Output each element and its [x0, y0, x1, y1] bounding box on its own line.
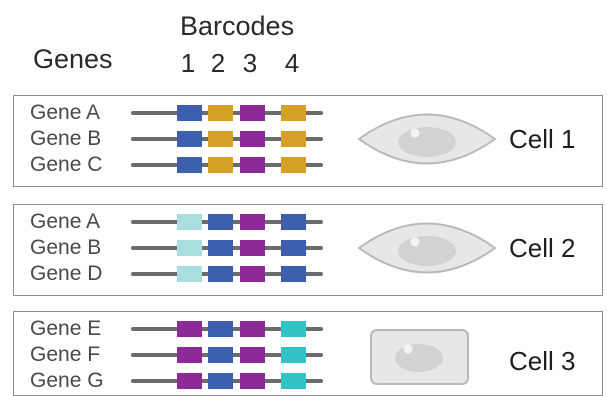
barcode-block-2 [208, 105, 233, 121]
gene-row: Gene A [14, 209, 602, 235]
cell-panel-1: Gene A Gene B Gene C Cell 1 [13, 95, 603, 187]
cell-label: Cell 1 [509, 124, 576, 154]
gene-label: Gene A [30, 210, 101, 233]
barcode-block-2 [208, 321, 233, 337]
gene-row: Gene E [14, 316, 602, 342]
barcode-block-3 [240, 321, 265, 337]
barcode-block-1 [177, 131, 202, 147]
barcode-block-3 [240, 131, 265, 147]
gene-label: Gene G [30, 369, 104, 392]
cell-panel-2: Gene A Gene B Gene D Cell 2 [13, 204, 603, 296]
barcode-block-3 [240, 266, 265, 282]
barcode-block-4 [281, 240, 306, 256]
gene-label: Gene B [30, 127, 102, 150]
gene-label: Gene B [30, 236, 102, 259]
barcode-block-1 [177, 105, 202, 121]
eye-shaped-cell-icon [357, 222, 497, 274]
gene-label: Gene D [30, 262, 103, 285]
gene-row: Gene B [14, 126, 602, 152]
barcode-block-3 [240, 373, 265, 389]
barcode-block-4 [281, 105, 306, 121]
barcode-block-4 [281, 373, 306, 389]
barcode-block-3 [240, 214, 265, 230]
gene-label: Gene F [30, 343, 101, 366]
barcodes-header: Barcodes [180, 11, 295, 41]
barcode-block-1 [177, 214, 202, 230]
barcode-block-3 [240, 240, 265, 256]
genes-header: Genes [33, 44, 113, 74]
gene-row: Gene C [14, 152, 602, 178]
barcode-block-2 [208, 214, 233, 230]
barcode-block-2 [208, 240, 233, 256]
barcode-block-4 [281, 214, 306, 230]
barcode-block-4 [281, 157, 306, 173]
gene-row: Gene D [14, 261, 602, 287]
barcode-block-1 [177, 321, 202, 337]
barcode-block-2 [208, 131, 233, 147]
barcode-block-1 [177, 347, 202, 363]
cell-panel-3: Gene E Gene F Gene G Cell 3 [13, 311, 603, 396]
barcode-block-3 [240, 157, 265, 173]
barcode-block-3 [240, 347, 265, 363]
cell-label: Cell 3 [509, 346, 576, 376]
barcode-block-3 [240, 105, 265, 121]
barcode-block-1 [177, 266, 202, 282]
barcode-block-4 [281, 266, 306, 282]
gene-label: Gene E [30, 317, 102, 340]
barcode-number-1: 1 [180, 48, 196, 78]
barcode-number-2: 2 [210, 48, 226, 78]
gene-row: Gene F [14, 342, 602, 368]
barcode-number-3: 3 [242, 48, 258, 78]
rectangular-cell-icon [370, 329, 469, 385]
barcode-block-1 [177, 373, 202, 389]
barcode-block-2 [208, 266, 233, 282]
gene-label: Gene A [30, 101, 101, 124]
gene-row: Gene B [14, 235, 602, 261]
gene-row: Gene G [14, 368, 602, 394]
gene-row: Gene A [14, 100, 602, 126]
eye-shaped-cell-icon [357, 113, 497, 165]
barcode-number-4: 4 [284, 48, 300, 78]
barcode-block-4 [281, 131, 306, 147]
barcode-block-4 [281, 347, 306, 363]
barcode-block-1 [177, 240, 202, 256]
barcode-block-1 [177, 157, 202, 173]
gene-label: Gene C [30, 153, 103, 176]
barcode-block-2 [208, 373, 233, 389]
cell-label: Cell 2 [509, 233, 576, 263]
barcode-block-4 [281, 321, 306, 337]
barcode-block-2 [208, 347, 233, 363]
barcode-block-2 [208, 157, 233, 173]
